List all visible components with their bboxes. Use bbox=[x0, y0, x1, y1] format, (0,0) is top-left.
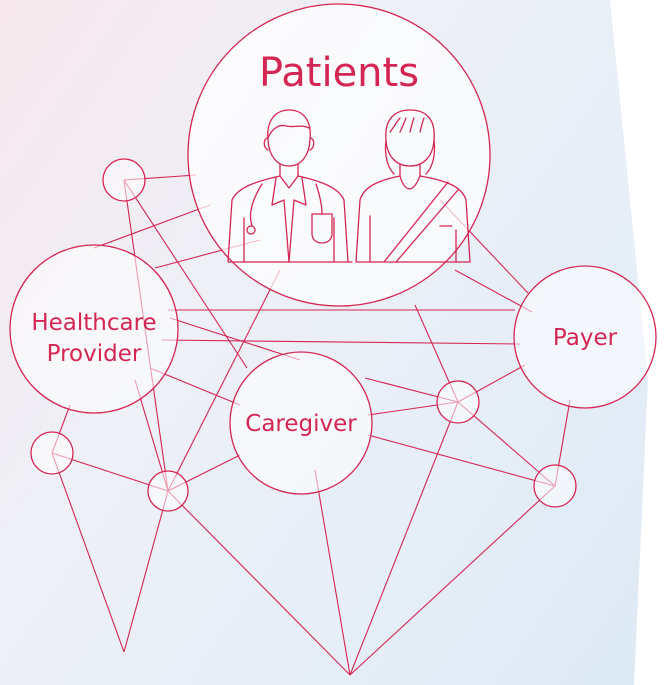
page-edge-shape bbox=[610, 0, 664, 685]
payer-label: Payer bbox=[553, 325, 618, 351]
network-node-small bbox=[533, 464, 577, 508]
healthcare-provider-label-line1: Healthcare bbox=[31, 310, 156, 336]
doctor-icon bbox=[227, 109, 353, 263]
network-node-small bbox=[102, 158, 146, 202]
network-node-small bbox=[30, 431, 74, 475]
payer-node: Payer bbox=[513, 265, 657, 409]
network-node-small bbox=[147, 470, 189, 512]
caregiver-node: Caregiver bbox=[229, 351, 373, 495]
patient-icon bbox=[355, 109, 471, 263]
caregiver-label: Caregiver bbox=[245, 411, 357, 437]
healthcare-provider-node: Healthcare Provider bbox=[9, 244, 179, 414]
healthcare-provider-label-line2: Provider bbox=[47, 341, 142, 367]
patients-node: Patients bbox=[187, 3, 491, 307]
network-node-small bbox=[436, 380, 480, 424]
patients-label: Patients bbox=[259, 50, 419, 96]
